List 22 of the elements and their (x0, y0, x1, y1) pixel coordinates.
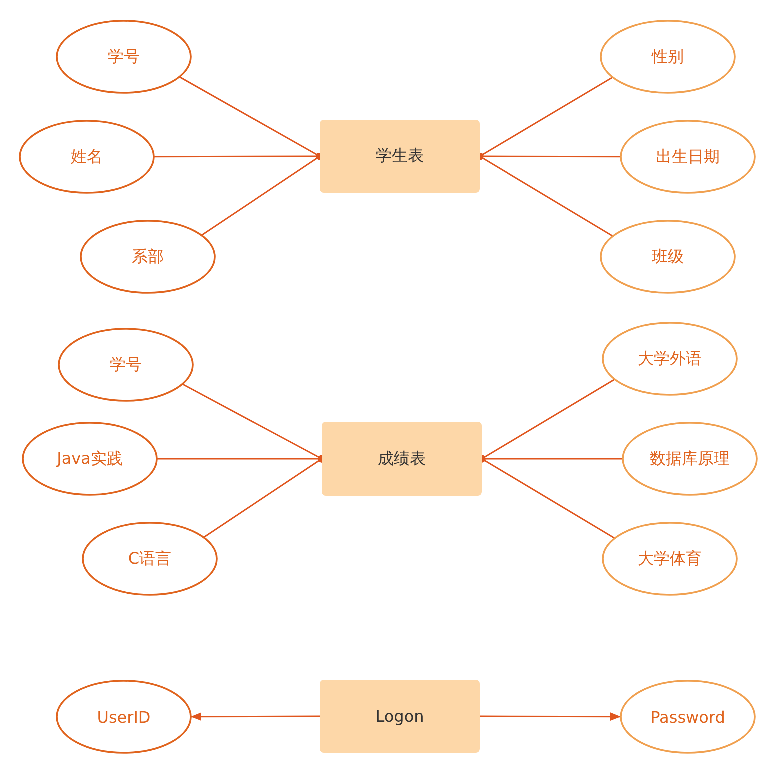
arrow (191, 712, 320, 722)
attribute-name: 班级 (652, 246, 684, 268)
attribute-name: 系部 (132, 246, 164, 268)
attribute-name: 大学体育 (638, 548, 702, 570)
attribute-name: UserID (97, 708, 151, 726)
attribute-name: Password (650, 708, 726, 726)
attribute-name: 姓名 (71, 146, 103, 168)
arrow (480, 712, 621, 722)
table-name: 学生表 (376, 146, 424, 167)
attribute-name: Java实践 (57, 448, 123, 470)
attribute-name: 数据库原理 (650, 448, 730, 470)
table-box (322, 422, 482, 496)
table-box (320, 120, 480, 193)
table-box (320, 680, 480, 753)
attribute-name: 学号 (108, 46, 140, 68)
table-name: Logon (376, 707, 424, 726)
attribute-name: 出生日期 (656, 146, 720, 168)
attribute-name: 大学外语 (638, 348, 702, 370)
table-name: 成绩表 (378, 448, 426, 470)
attribute-name: 学号 (110, 354, 142, 376)
attribute-name: 性别 (652, 46, 684, 68)
attribute-name: C语言 (128, 548, 172, 570)
